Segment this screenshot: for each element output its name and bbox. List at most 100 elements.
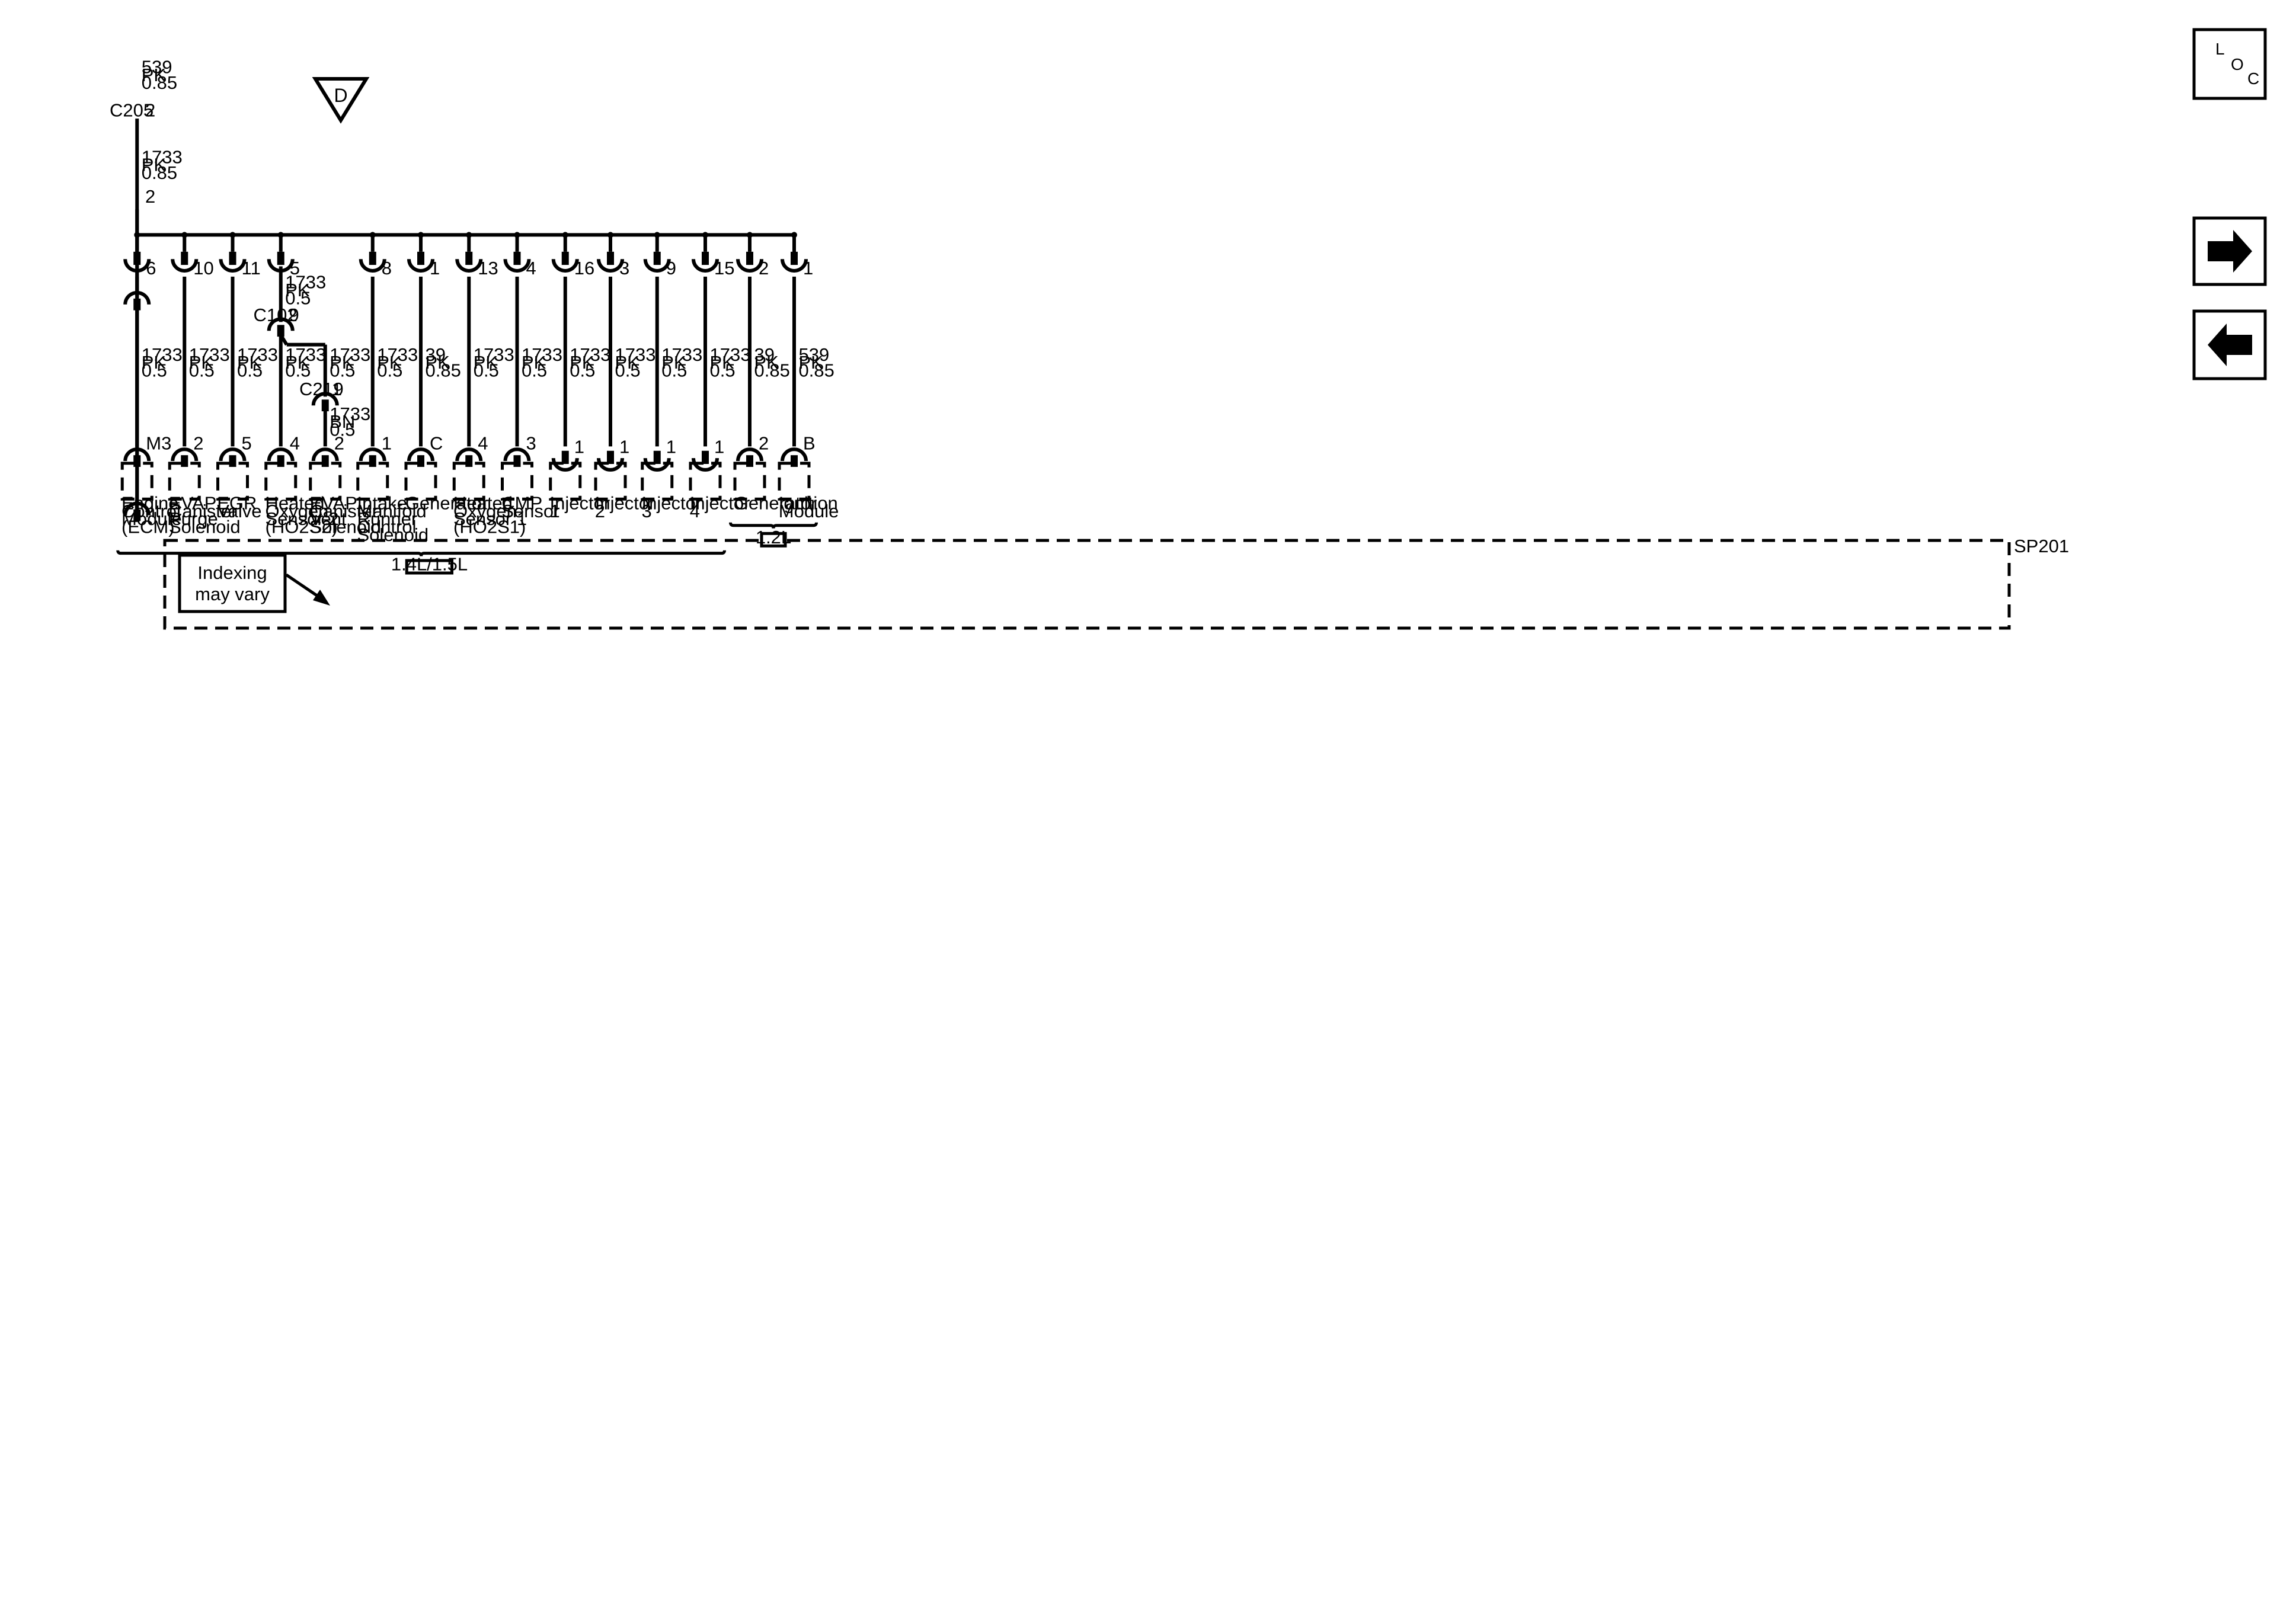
branch-generator-wire-label-line-1: 39: [426, 344, 446, 365]
branch-cmp-component-box: [501, 462, 533, 501]
branch-evap-purge-comp-connector-pin: [181, 455, 188, 467]
loc-button[interactable]: L O C: [2192, 28, 2267, 100]
branch-ignition-module-component-box: [778, 462, 811, 501]
branch-ho2s2-upper-wire-label-line-3: 0.5: [285, 287, 311, 308]
branch-ho2s2-c102-name: C102: [254, 305, 298, 325]
group-14l-label-box: [405, 559, 453, 575]
branch-egr-component-box: [216, 462, 249, 501]
c205-wire-label-line-2: PK: [142, 155, 167, 175]
branch-evap-vent-wire-label-line-1: 1733: [330, 344, 370, 365]
branch-injector-1-component-name-line-1: Injector: [550, 493, 610, 514]
branch-evap-vent-c211-pin: 9: [334, 379, 344, 399]
branch-injector-3-wire-label-line-1: 1733: [661, 344, 702, 365]
branch-cmp-comp-connector-arc: [503, 447, 531, 462]
branch-injector-4-wire-label-line-2: PK: [710, 352, 735, 373]
branch-injector-3-component-box: [641, 462, 674, 501]
branch-ecm-wire-label-line-3: 0.5: [142, 360, 167, 381]
branch-ignition-module-splice-connector-arc: [781, 258, 808, 273]
branch-ho2s1-comp-pin: 4: [478, 433, 488, 453]
branch-ho2s2-component-name-line-4: (HO2S2): [266, 517, 338, 537]
branch-evap-purge-component-name-line-3: Purge: [169, 508, 218, 529]
branch-egr-comp-connector-arc: [219, 447, 247, 462]
group-12l-label: 1.2L: [756, 527, 791, 548]
branch-injector-4-wire-label-line-1: 1733: [710, 344, 751, 365]
source-wire-label-line-2: PK: [142, 65, 167, 85]
branch-generator-12l-comp-pin: 2: [759, 433, 769, 453]
branch-ignition-module-junction-dot: [791, 232, 797, 238]
branch-injector-4-comp-connector-pin: [702, 450, 709, 464]
branch-evap-purge-component-name-line-4: Solenoid: [169, 517, 241, 537]
branch-injector-1-comp-connector-pin: [561, 450, 569, 464]
branch-generator-comp-connector-pin: [417, 455, 424, 467]
branch-egr-splice-connector-arc: [219, 258, 247, 273]
branch-injector-3-component-name-line-1: Injector: [642, 493, 702, 514]
c205-name: C205: [110, 100, 154, 120]
indexing-note-line-2: may vary: [195, 584, 270, 604]
branch-ignition-module-wire-label-line-3: 0.85: [799, 360, 834, 381]
branch-generator-12l-splice-connector-arc: [736, 258, 763, 273]
branch-ho2s1-splice-connector-arc: [455, 258, 483, 273]
branch-evap-purge-component-name-line-1: EVAP: [169, 493, 216, 514]
back-button[interactable]: [2192, 309, 2267, 380]
branch-generator-splice-connector-pin: [417, 251, 424, 265]
branch-ecm-comp-pin: M3: [146, 433, 171, 453]
group-14l-label: 1.4L/1.5L: [391, 554, 468, 575]
branch-generator-wire-label-line-2: PK: [426, 352, 450, 373]
branch-egr-comp-pin: 5: [242, 433, 252, 453]
branch-evap-vent-lower-wire-label-line-2: BN: [330, 411, 355, 432]
branch-ho2s2-component-name-line-3: Sensor 2: [266, 508, 339, 529]
branch-ecm-component-name-line-4: (ECM): [121, 517, 175, 537]
source-symbol: [312, 77, 370, 124]
branch-imrc-comp-connector-arc: [359, 447, 386, 462]
branch-imrc-component-name-line-1: Intake: [357, 493, 407, 514]
branch-evap-vent-c211-connector-pin: [321, 399, 329, 412]
branch-ho2s2-comp-pin: 4: [290, 433, 300, 453]
branch-evap-vent-comp-pin: 2: [334, 433, 344, 453]
branch-ho2s2-split-diag: [279, 334, 289, 346]
branch-ignition-module-splice-pin: 1: [803, 258, 813, 279]
source-letter: D: [334, 85, 347, 106]
branch-generator-comp-pin: C: [430, 433, 443, 453]
branch-imrc-component-box: [356, 462, 389, 501]
branch-injector-3-splice-connector-arc: [643, 258, 671, 273]
branch-evap-vent-component-name-line-2: Canister: [310, 501, 378, 521]
branch-ho2s2-c102-connector-pin: [277, 325, 284, 337]
branch-generator-wire-label-line-3: 0.85: [426, 360, 461, 381]
branch-injector-4-splice-connector-pin: [702, 251, 709, 265]
branch-ecm-splice-connector-arc: [123, 258, 151, 273]
group-12l-label-box: [760, 532, 787, 548]
branch-evap-purge-wire-label-line-2: PK: [189, 352, 214, 373]
group-14l-bracket: [116, 550, 726, 556]
branch-injector-2-component-name-line-2: 2: [595, 501, 605, 521]
branch-imrc-wire-label-line-3: 0.5: [377, 360, 402, 381]
branch-ecm-splice-connector-pin: [133, 251, 141, 265]
branch-ho2s2-upper-wire-label-line-2: PK: [285, 280, 310, 300]
branch-egr-splice-pin: 11: [242, 258, 261, 279]
branch-imrc-splice-connector-pin: [369, 251, 376, 265]
branch-cmp-splice-pin: 4: [526, 258, 536, 279]
arrow-right-icon: [2208, 230, 2252, 273]
indexing-note-arrowhead: [313, 590, 330, 606]
branch-ignition-module-wire-label-line-1: 539: [799, 344, 830, 365]
branch-evap-purge-comp-connector-arc: [171, 447, 199, 462]
branch-ignition-module-wire-label-line-2: PK: [799, 352, 824, 373]
branch-cmp-wire-label-line-2: PK: [522, 352, 546, 373]
branch-evap-vent-component-name-line-1: EVAP: [310, 493, 357, 514]
branch-evap-purge-comp-pin: 2: [193, 433, 203, 453]
branch-ignition-module-comp-connector-arc: [781, 447, 808, 462]
forward-button[interactable]: [2192, 216, 2267, 286]
branch-evap-vent-lower-wire-label-line-1: 1733: [330, 404, 370, 424]
branch-evap-vent-component-name-line-3: Vent: [310, 508, 347, 529]
branch-egr-component-name-line-2: Valve: [217, 501, 261, 521]
branch-ho2s2-upper-wire-label-line-1: 1733: [285, 272, 326, 293]
source-wire-label-line-1: 539: [142, 57, 172, 78]
branch-evap-purge-wire-label-line-3: 0.5: [189, 360, 215, 381]
branch-injector-4-splice-pin: 15: [714, 258, 734, 279]
splice-box: [163, 539, 2011, 630]
branch-evap-vent-comp-connector-pin: [321, 455, 329, 467]
branch-evap-vent-c211-connector-arc: [311, 392, 339, 406]
branch-evap-purge-component-box: [168, 462, 201, 501]
branch-ecm-wire-label-line-1: 1733: [142, 344, 183, 365]
branch-evap-purge-wire-label-line-1: 1733: [189, 344, 230, 365]
splice-in-pin: 2: [145, 186, 155, 207]
